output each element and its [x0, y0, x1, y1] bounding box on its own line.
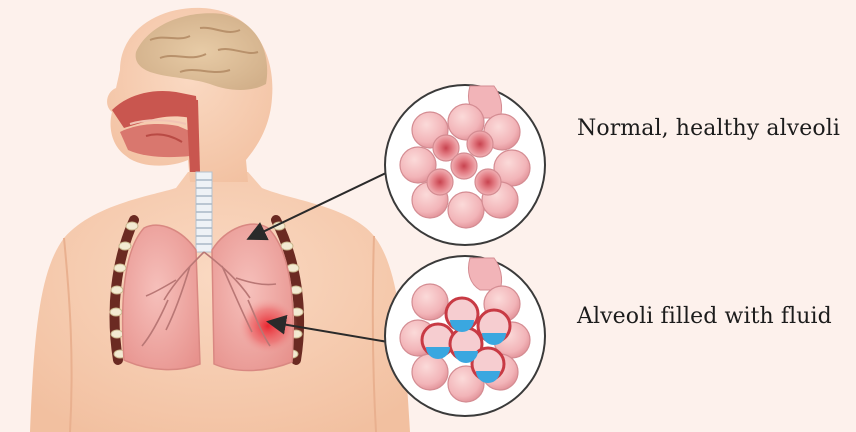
fluid-alveoli-inset [385, 256, 545, 416]
right-lung [123, 225, 200, 369]
human-head [107, 8, 272, 182]
label-normal-alveoli: Normal, healthy alveoli [577, 116, 840, 141]
label-fluid-alveoli: Alveoli filled with fluid [577, 304, 832, 329]
healthy-alveoli-inset [385, 85, 545, 245]
trachea [196, 172, 212, 252]
